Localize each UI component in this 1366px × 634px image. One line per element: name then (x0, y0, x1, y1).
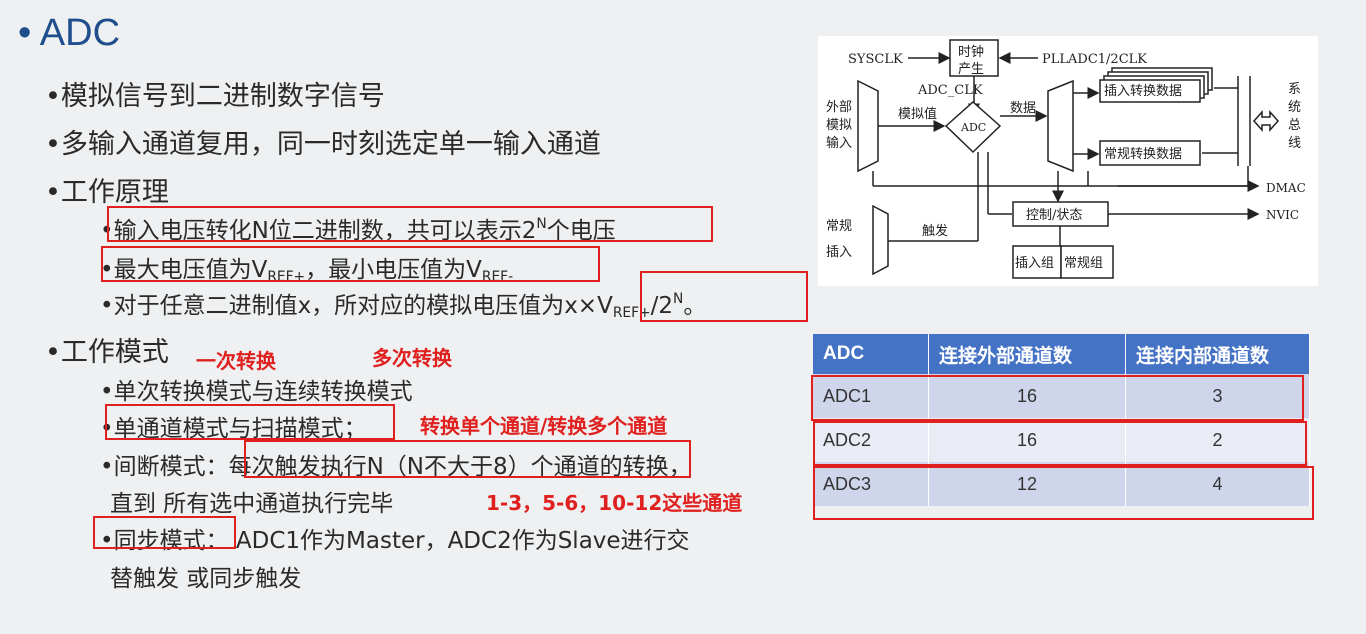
label-sysbus-3: 总 (1288, 118, 1301, 133)
highlight-box-principle-1 (107, 206, 713, 242)
annotation-scan: 转换单个通道/转换多个通道 (420, 414, 668, 438)
title-bullet: • (18, 12, 32, 54)
table-header-row: ADC 连接外部通道数 连接内部通道数 (813, 334, 1310, 374)
text: ，最小电压值为V (305, 257, 482, 283)
text: 输入电压转化N位二进制数，共可以表示2 (113, 218, 537, 244)
slide-title: • ADC (18, 12, 120, 55)
bullet-mode-1: •单次转换模式与连续转换模式 (100, 379, 413, 405)
superscript: N (673, 291, 684, 307)
highlight-box-discontinuous (244, 440, 691, 478)
label-sysclk: SYSCLK (848, 52, 903, 67)
output-demux (1047, 79, 1074, 173)
highlight-box-row-adc3 (813, 466, 1314, 520)
label-reg-data: 常规转换数据 (1104, 147, 1182, 162)
label-inj: 插入 (826, 245, 852, 260)
table-header: ADC (813, 334, 929, 374)
label-sysbus-2: 统 (1288, 100, 1301, 115)
bullet-dot: • (100, 257, 114, 283)
text: ； (343, 416, 367, 442)
text: •间断模式： (100, 454, 229, 480)
label-nvic: NVIC (1266, 208, 1299, 222)
bullet-modes: •工作模式 (45, 337, 169, 368)
text: •对于任意二进制值x，所对应的模拟电压值为 (100, 293, 565, 319)
text: 同步模式： (113, 528, 229, 554)
text: 单通道模式与扫描模式 (113, 416, 344, 442)
text: /2 (650, 293, 674, 319)
trigger-mux (872, 204, 889, 276)
label-ext-in-1: 外部 (826, 100, 852, 115)
bullet-mode-3: •间断模式：每次触发执行N（N不大于8）个通道的转换， (100, 447, 692, 481)
table-row: ADC3 12 4 (813, 462, 1310, 506)
label-ctrl: 控制/状态 (1026, 208, 1082, 223)
label-clkgen-1: 时钟 (958, 44, 984, 60)
control-block (1012, 201, 1109, 227)
annotation-channels: 1-3，5-6，10-12这些通道 (486, 491, 743, 515)
highlight-box-sync (93, 516, 236, 549)
title-text: ADC (39, 12, 121, 54)
bullet-mode-4-line2: 替触发 或同步触发 (110, 566, 302, 592)
label-reg-grp: 常规组 (1064, 256, 1103, 271)
label-adc-clk: ADC_CLK (917, 83, 983, 98)
table-header: 连接外部通道数 (928, 334, 1126, 374)
formula: x×V (564, 293, 613, 319)
label-reg: 常规 (826, 219, 852, 234)
label-analog: 模拟值 (898, 106, 937, 122)
adc-block-diagram: SYSCLK 时钟 产生 PLLADC1/2CLK ADC_CLK 外部 模拟 … (818, 36, 1318, 286)
bullet-principle-1: •输入电压转化N位二进制数，共可以表示2N个电压 (100, 211, 616, 245)
text: ADC1作为Master，ADC2作为Slave进行交 (235, 528, 690, 554)
highlight-box-principle-2 (101, 246, 600, 282)
bullet-multiplex: •多输入通道复用，同一时刻选定单一输入通道 (45, 129, 601, 160)
highlight-box-row-adc1 (811, 375, 1304, 421)
reg-group-block (1060, 245, 1114, 279)
table-cell: 4 (1125, 462, 1310, 506)
adc-block (944, 100, 1002, 154)
bullet-principle: •工作原理 (45, 177, 169, 208)
label-ext-in-2: 模拟 (826, 118, 852, 133)
label-inj-data: 插入转换数据 (1104, 84, 1182, 99)
regular-data-block (1099, 140, 1201, 166)
bullet-signal: •模拟信号到二进制数字信号 (45, 81, 385, 112)
label-clkgen-2: 产生 (958, 62, 984, 77)
annotation-once: 一次转换 (196, 349, 276, 373)
table-cell: 3 (1125, 374, 1310, 418)
label-ext-in-3: 输入 (826, 135, 852, 151)
table-cell: 16 (928, 374, 1126, 418)
bullet-mode-3-line2: 直到 所有选中通道执行完毕 (110, 491, 394, 517)
highlight-box-scan (105, 404, 395, 440)
table-cell: ADC3 (813, 462, 929, 506)
text: 最大电压值为V (113, 257, 268, 283)
table-row: ADC2 16 2 (813, 418, 1310, 462)
label-data: 数据 (1010, 101, 1036, 116)
label-sysbus-1: 系 (1288, 82, 1301, 97)
table-cell: 16 (928, 418, 1126, 462)
superscript: N (536, 216, 547, 232)
label-dmac: DMAC (1266, 181, 1306, 195)
label-sysbus-4: 线 (1288, 136, 1301, 151)
label-inj-grp: 插入组 (1015, 256, 1054, 271)
bullet-principle-3: •对于任意二进制值x，所对应的模拟电压值为x×VREF+/2N。 (100, 286, 706, 321)
highlight-box-formula (640, 271, 808, 322)
text: 每次触发执行N（N不大于8）个通道 (228, 454, 600, 480)
table-cell: ADC2 (813, 418, 929, 462)
bus-arrow (1252, 110, 1280, 132)
text: 的转换， (599, 454, 692, 480)
highlight-box-row-adc2 (813, 421, 1307, 466)
table-cell: 12 (928, 462, 1126, 506)
adc-channel-table: ADC 连接外部通道数 连接内部通道数 ADC1 16 3 ADC2 16 2 … (813, 334, 1310, 506)
label-pll: PLLADC1/2CLK (1042, 52, 1147, 67)
text: 个电压 (546, 218, 616, 244)
table-row: ADC1 16 3 (813, 374, 1310, 418)
table-cell: 2 (1125, 418, 1310, 462)
annotation-multi: 多次转换 (372, 346, 452, 370)
input-mux (857, 79, 879, 173)
bullet-dot: • (100, 218, 114, 244)
text: 。 (683, 293, 707, 319)
injected-data-block (1099, 79, 1201, 103)
table-cell: ADC1 (813, 374, 929, 418)
label-trigger: 触发 (922, 223, 948, 239)
label-adc: ADC (960, 121, 986, 134)
table-header: 连接内部通道数 (1125, 334, 1310, 374)
